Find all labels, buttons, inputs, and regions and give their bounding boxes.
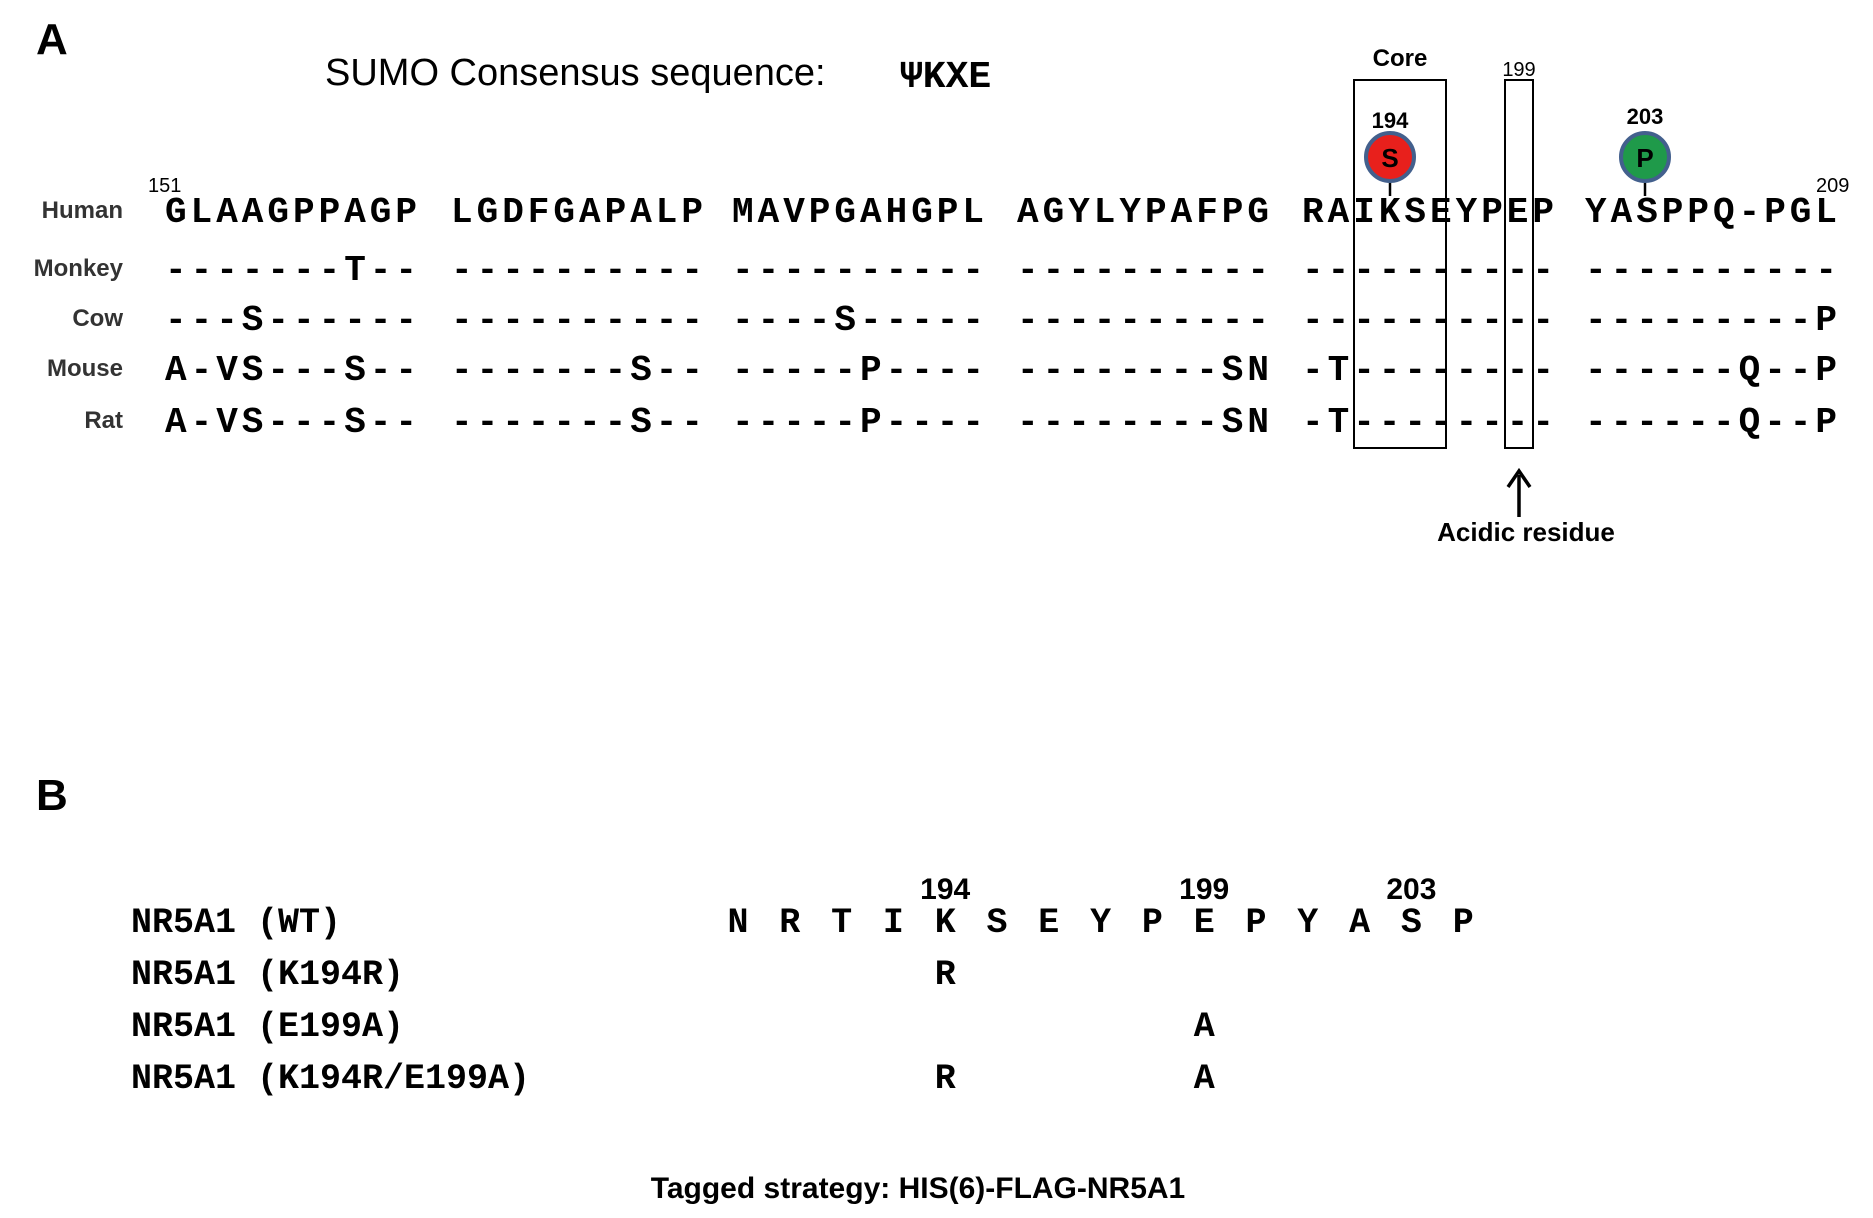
- residue-position-number: 194: [920, 873, 970, 906]
- panel-a: A SUMO Consensus sequence: ΨKXE 151 209 …: [34, 15, 1850, 547]
- wt-residue: Y: [1297, 903, 1318, 943]
- site-194-number: 194: [1372, 108, 1409, 133]
- sequence-block-rat-6: ------Q--P: [1585, 402, 1837, 443]
- mutated-residue: R: [935, 1059, 956, 1099]
- sequence-block-monkey-4: ----------: [1017, 250, 1269, 291]
- wt-residue: T: [831, 903, 852, 943]
- residue-position-number: 199: [1179, 873, 1229, 906]
- wt-residue: Y: [1090, 903, 1111, 943]
- start-position-number: 151: [148, 175, 181, 197]
- acidic-residue-label: Acidic residue: [1437, 517, 1615, 547]
- wt-residue: P: [1453, 903, 1474, 943]
- sequence-block-cow-5: ----------: [1302, 300, 1554, 341]
- sequence-block-mouse-2: -------S--: [451, 350, 703, 391]
- sequence-block-cow-3: ----S-----: [732, 300, 984, 341]
- end-position-number: 209: [1816, 175, 1849, 197]
- wt-residue: N: [727, 903, 748, 943]
- residue-position-number: 203: [1386, 873, 1436, 906]
- sequence-block-rat-4: --------SN: [1017, 402, 1269, 443]
- sequence-alignment: Human GLAAGPPAGP LGDFGAPALP MAVPGAHGPL AGYLY…: [34, 192, 1837, 443]
- site-203-number: 203: [1627, 104, 1664, 129]
- construct-name: NR5A1 (K194R/E199A): [131, 1059, 530, 1099]
- sequence-block-human-5: RAIKSEYPEP: [1302, 192, 1554, 233]
- wt-residue: P: [1142, 903, 1163, 943]
- sequence-block-monkey-2: ----------: [451, 250, 703, 291]
- species-label-human: Human: [42, 197, 123, 224]
- sequence-block-human-6: YASPPQ-PGL: [1585, 192, 1837, 233]
- site-203-letter: P: [1636, 143, 1653, 173]
- panel-a-label: A: [36, 15, 68, 64]
- tagging-strategy-note: Tagged strategy: HIS(6)-FLAG-NR5A1: [651, 1172, 1186, 1205]
- sequence-block-rat-3: -----P----: [732, 402, 984, 443]
- sequence-block-mouse-5: -T--------: [1302, 350, 1554, 391]
- sequence-block-human-1: GLAAGPPAGP: [165, 192, 417, 233]
- wt-residue: R: [779, 903, 800, 943]
- wt-residue: E: [1194, 903, 1215, 943]
- sequence-block-rat-2: -------S--: [451, 402, 703, 443]
- construct-name: NR5A1 (E199A): [131, 1007, 404, 1047]
- wt-residue: A: [1349, 903, 1370, 943]
- wt-residue: I: [883, 903, 904, 943]
- sequence-block-cow-1: ---S------: [165, 300, 417, 341]
- sumo-site-circle: [1364, 131, 1416, 183]
- core-box: [1353, 79, 1447, 449]
- box-199-label: 199: [1502, 59, 1535, 81]
- consensus-motif: ΨKXE: [900, 56, 991, 99]
- phospho-site-203-marker: 203 P: [1619, 104, 1671, 196]
- sequence-block-mouse-4: --------SN: [1017, 350, 1269, 391]
- species-label-rat: Rat: [84, 407, 123, 434]
- sequence-block-monkey-5: ----------: [1302, 250, 1554, 291]
- consensus-title: SUMO Consensus sequence:: [325, 52, 826, 94]
- sequence-block-monkey-3: ----------: [732, 250, 984, 291]
- species-label-cow: Cow: [72, 305, 123, 332]
- sequence-block-mouse-6: ------Q--P: [1585, 350, 1837, 391]
- acidic-box: [1504, 79, 1534, 449]
- phospho-site-circle: [1619, 131, 1671, 183]
- mutation-position-numbers: 194 199 203: [920, 873, 1436, 906]
- wt-residue: S: [1401, 903, 1422, 943]
- wt-residue: K: [935, 903, 956, 943]
- wt-residue: E: [1038, 903, 1059, 943]
- core-label: Core: [1373, 45, 1428, 72]
- panel-b-label: B: [36, 771, 68, 820]
- sequence-block-human-2: LGDFGAPALP: [451, 192, 703, 233]
- sequence-block-rat-5: -T--------: [1302, 402, 1554, 443]
- sequence-block-monkey-6: ----------: [1585, 250, 1837, 291]
- acidic-residue-arrow: [1506, 467, 1532, 517]
- sequence-block-monkey-1: -------T--: [165, 250, 417, 291]
- construct-name: NR5A1 (WT): [131, 903, 341, 943]
- site-194-letter: S: [1381, 143, 1398, 173]
- sequence-block-human-4: AGYLYPAFPG: [1017, 192, 1269, 233]
- mutated-residue: R: [935, 955, 956, 995]
- wt-residue: P: [1245, 903, 1266, 943]
- species-label-monkey: Monkey: [34, 255, 124, 282]
- sequence-block-mouse-3: -----P----: [732, 350, 984, 391]
- species-label-mouse: Mouse: [47, 355, 123, 382]
- sequence-block-cow-2: ----------: [451, 300, 703, 341]
- sequence-block-mouse-1: A-VS---S--: [165, 350, 417, 391]
- sequence-block-cow-4: ----------: [1017, 300, 1269, 341]
- sequence-block-human-3: MAVPGAHGPL: [732, 192, 984, 233]
- sequence-block-rat-1: A-VS---S--: [165, 402, 417, 443]
- mutated-residue: A: [1194, 1059, 1215, 1099]
- construct-name: NR5A1 (K194R): [131, 955, 404, 995]
- sumo-site-194-marker: 194 S: [1364, 108, 1416, 196]
- wt-residue: S: [986, 903, 1007, 943]
- mutated-residue: A: [1194, 1007, 1215, 1047]
- sequence-block-cow-6: ---------P: [1585, 300, 1837, 341]
